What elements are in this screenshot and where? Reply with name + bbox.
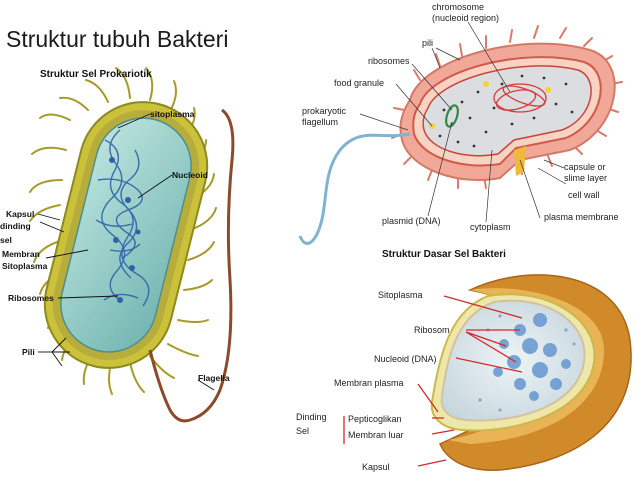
label-food-granule: food granule [334,78,385,88]
label-chromosome-1: chromosome [432,2,485,12]
label-capsule-2: slime layer [564,173,608,183]
label-dinding-3-1: Dinding [296,412,327,422]
label-plasma-membrane: plasma membrane [544,212,619,222]
label-sitoplasma-3: Sitoplasma [378,290,423,300]
diagram3-title: Struktur Dasar Sel Bakteri [382,249,506,260]
label-dinding-3-2: Sel [296,426,310,436]
label-pepticoglikan: Pepticoglikan [348,414,402,424]
label-ribosomes-2: ribosomes [368,56,410,66]
flagellum-1 [148,108,235,423]
label-membran-2: Sitoplasma [2,261,48,271]
label-cell-wall: cell wall [568,190,600,200]
label-kapsul: Kapsul [6,209,35,219]
label-dinding-1: dinding [0,221,31,231]
label-kapsul-3: Kapsul [362,462,390,472]
label-pili: Pili [22,347,35,357]
label-plasmid: plasmid (DNA) [382,216,441,226]
flagellum-2 [298,132,411,245]
label-flagella: Flagella [198,373,230,383]
label-membran-1: Membran [2,249,40,259]
label-ribosomes: Ribosomes [8,293,54,303]
slide-title: Struktur tubuh Bakteri [6,26,229,52]
label-flagellum-1: prokaryotic [302,106,347,116]
label-cytoplasm: cytoplasm [470,222,511,232]
label-nucleoid-3: Nucleoid (DNA) [374,354,437,364]
label-membran-luar: Membran luar [348,430,404,440]
label-capsule-1: capsule or [564,162,606,172]
label-chromosome-2: (nucleoid region) [432,13,500,23]
label-sitoplasma: sitoplasma [150,109,195,119]
label-membran-plasma: Membran plasma [334,378,404,388]
diagram1-title: Struktur Sel Prokariotik [40,69,152,80]
label-dinding-2: sel [0,235,12,245]
label-pili-2: pili [422,38,434,48]
label-ribosom: Ribosom [414,325,450,335]
label-nucleoid: Nucleoid [172,170,208,180]
label-flagellum-2: flagellum [302,117,339,127]
